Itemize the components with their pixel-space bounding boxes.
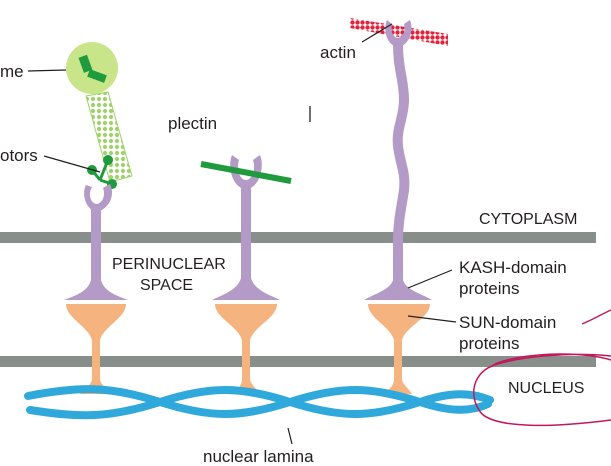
linc-complex-actin [350, 18, 448, 394]
actin-filament [350, 18, 448, 46]
kash-protein [84, 184, 113, 212]
sun-protein [66, 304, 126, 394]
annotation-circle [473, 353, 611, 427]
label-perinuclear-2: SPACE [140, 277, 193, 294]
nuclear-lamina [24, 385, 494, 420]
label-kash-2: proteins [459, 279, 519, 298]
kash-stalk [392, 43, 410, 290]
label-cytoplasm: CYTOPLASM [479, 211, 577, 228]
inner-nuclear-membrane [0, 356, 596, 367]
leader-lines [27, 23, 457, 445]
kash-stalk [91, 208, 101, 288]
sun-protein [215, 304, 277, 394]
label-plectin: plectin [168, 114, 217, 133]
label-nucleus: NUCLEUS [508, 380, 584, 397]
sun-protein [368, 304, 430, 394]
kash-stalk [241, 186, 251, 286]
label-sun-2: proteins [459, 334, 519, 353]
centrosome [66, 42, 118, 94]
plectin-filament [200, 161, 292, 184]
label-perinuclear-1: PERINUCLEAR [112, 256, 226, 273]
kash-foot [364, 280, 432, 300]
kash-protein [230, 155, 262, 190]
label-centrosome: me [0, 62, 24, 81]
linc-complex-plectin [200, 155, 292, 394]
label-motors: otors [0, 146, 38, 165]
label-actin: actin [320, 43, 356, 62]
label-kash-1: KASH-domain [459, 258, 567, 277]
kash-foot [212, 278, 280, 300]
label-nuclear-lamina: nuclear lamina [203, 447, 314, 466]
annotation-arrow-stroke [581, 309, 611, 325]
kash-protein [385, 20, 412, 48]
centriole [87, 69, 107, 83]
label-sun-1: SUN-domain [459, 313, 556, 332]
microtubule [85, 91, 133, 183]
centriole [78, 54, 93, 73]
linc-complex-microtubule [64, 42, 133, 394]
outer-nuclear-membrane [0, 232, 596, 243]
motor-protein [87, 155, 117, 189]
kash-foot [64, 280, 128, 300]
